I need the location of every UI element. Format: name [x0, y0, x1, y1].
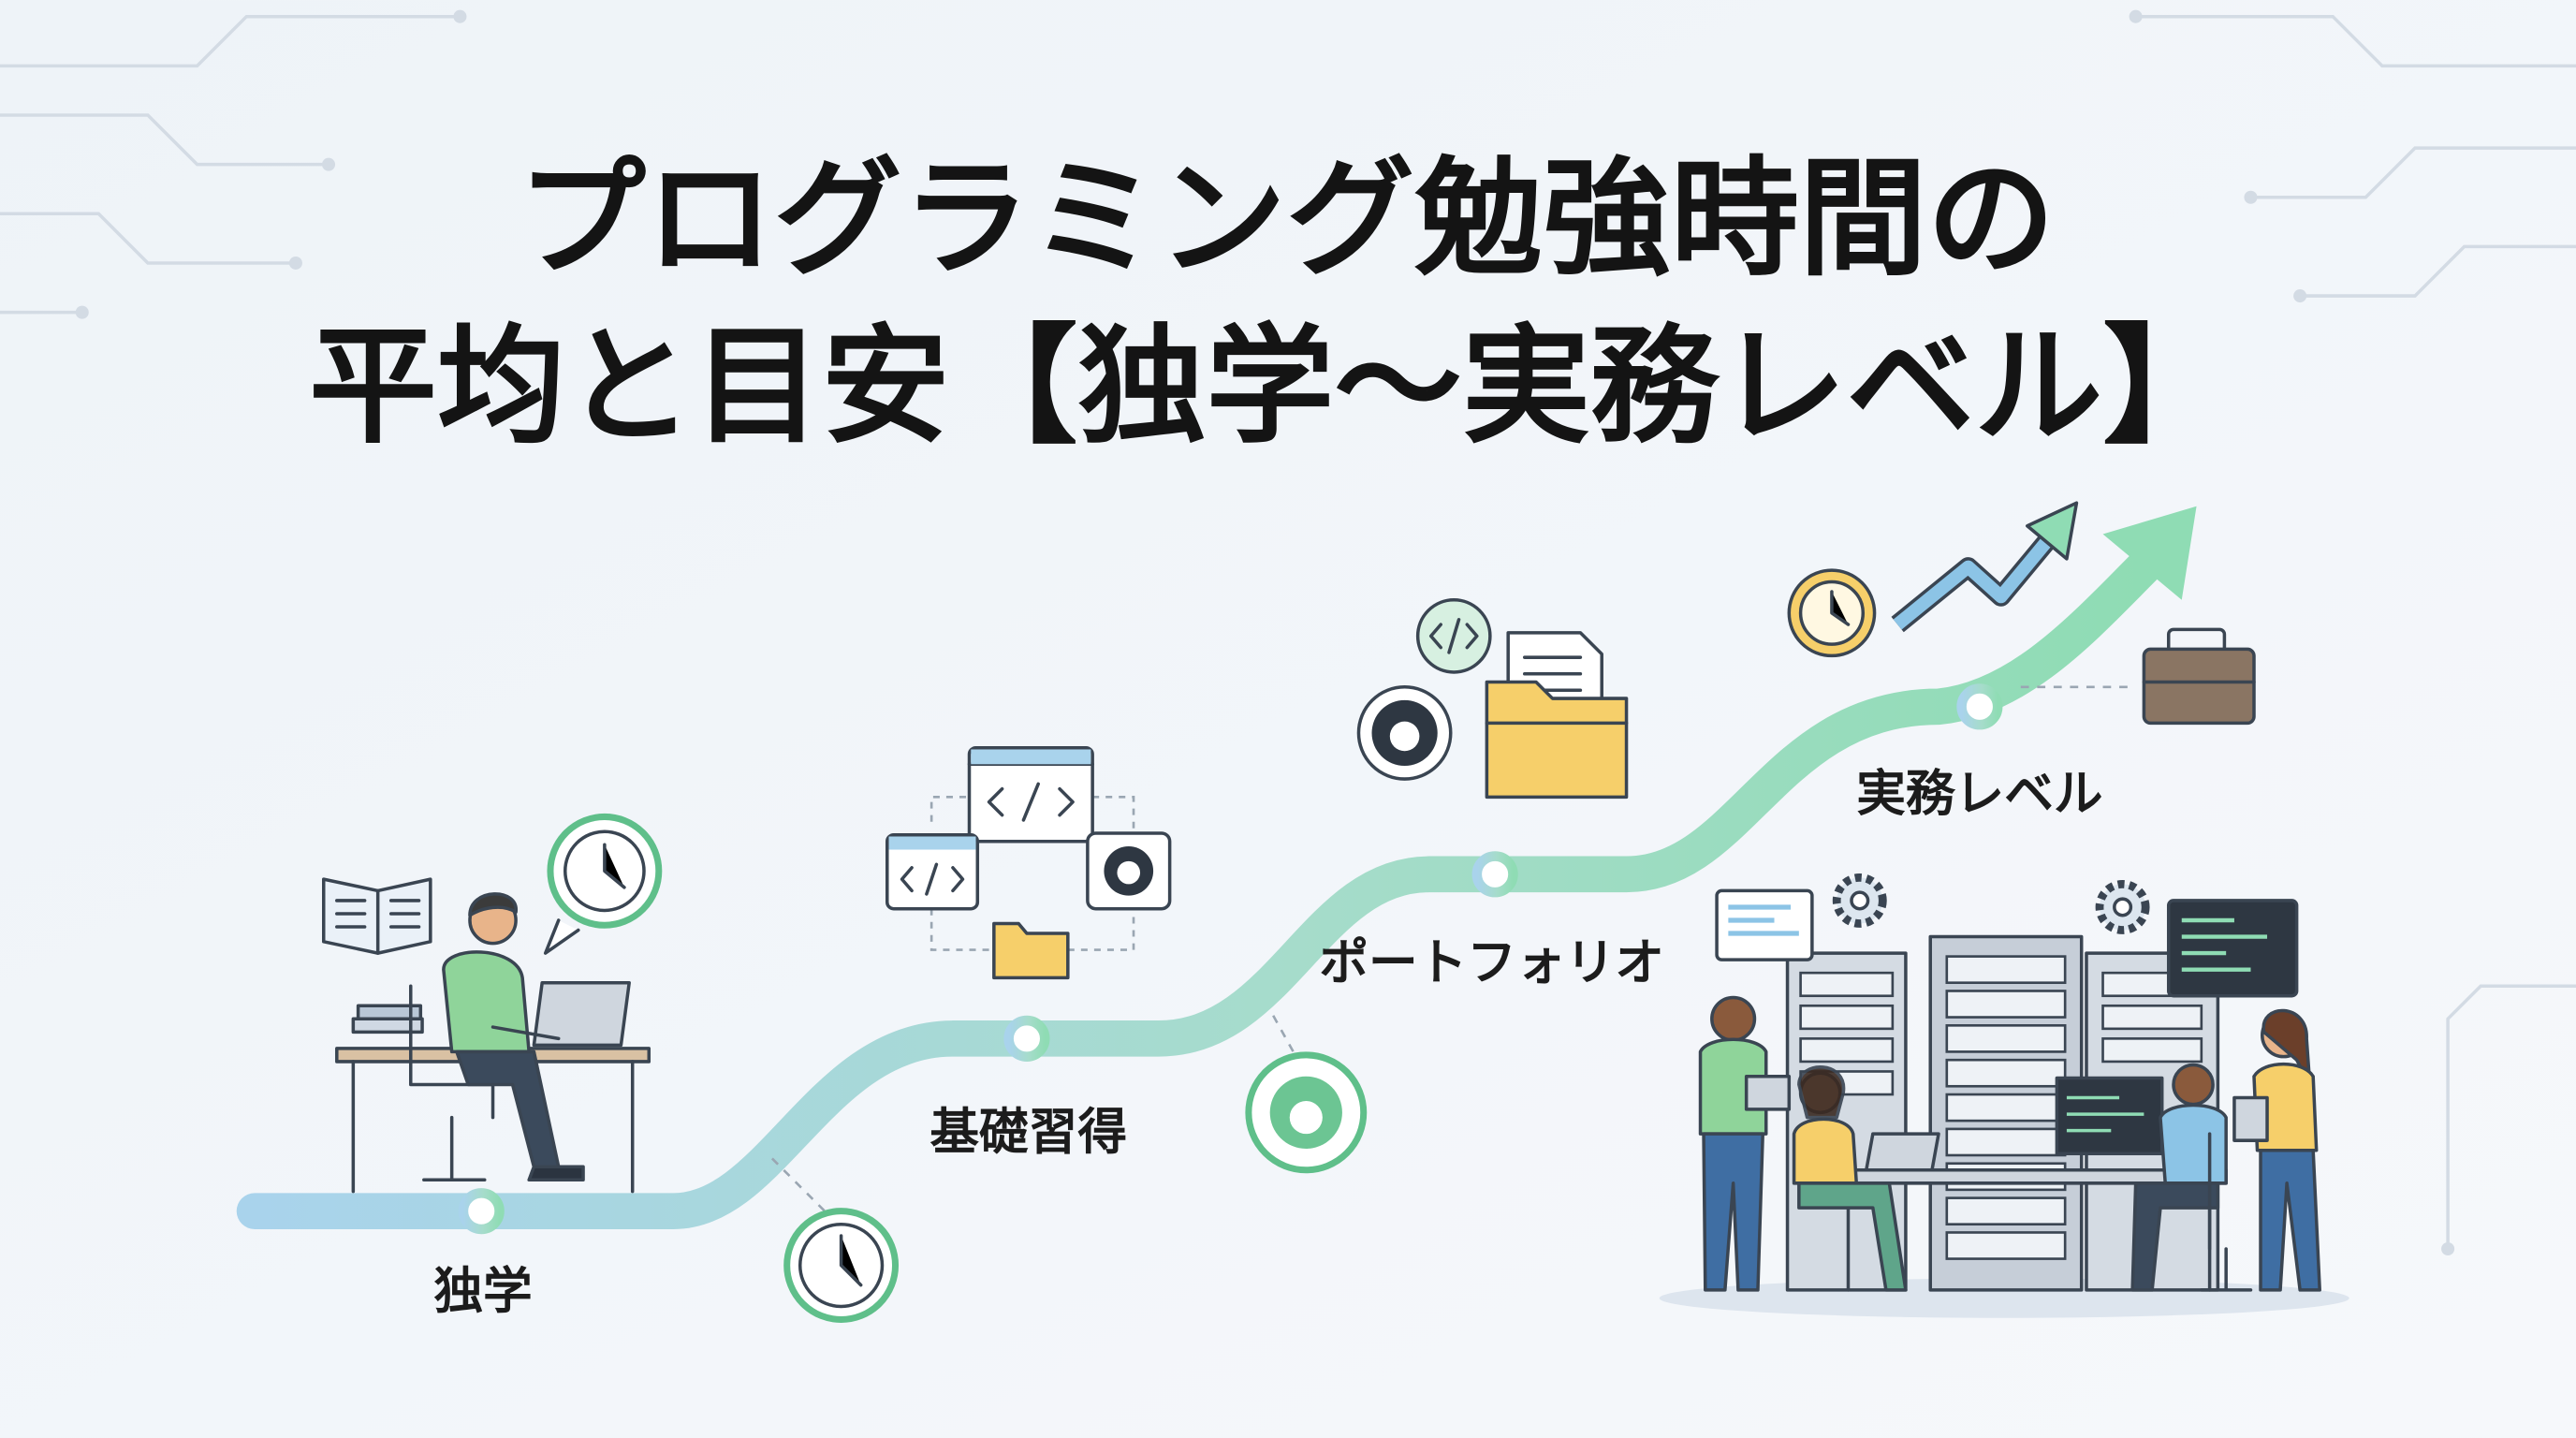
server-room-illustration [1659, 873, 2349, 1318]
code-bubble-icon [1715, 888, 1814, 961]
milestone-label-portfolio: ポートフォリオ [1319, 934, 1664, 991]
folder-icon [1485, 680, 1629, 800]
progress-arrowhead [2102, 506, 2197, 600]
book-icon [322, 877, 432, 955]
code-cluster-illustration [886, 745, 1172, 980]
code-window-icon [886, 832, 980, 911]
circuit-decoration-right [2129, 9, 2576, 1256]
folder-icon [992, 921, 1070, 980]
code-window-icon [967, 745, 1094, 844]
person-standing-right [2232, 1008, 2321, 1292]
node-basics [1003, 1015, 1050, 1062]
title-line-2: 平均と目安【独学〜実務レベル】 [309, 313, 2231, 462]
clock-icon [1787, 568, 1877, 658]
clock-icon [543, 813, 663, 955]
briefcase-icon [2142, 627, 2256, 726]
node-professional [1956, 683, 2003, 730]
github-icon [1086, 831, 1172, 911]
person-standing-left [1698, 995, 1792, 1292]
github-icon [1356, 685, 1453, 781]
code-bubble-icon [1415, 597, 1492, 674]
monitor-icon [2166, 899, 2299, 998]
clock-icon [783, 1208, 900, 1323]
self-study-illustration [322, 813, 663, 1194]
person-seated-right [2130, 1063, 2253, 1292]
milestone-label-self-study: 独学 [433, 1263, 532, 1320]
title-line-1: プログラミング勉強時間の [518, 145, 2055, 294]
gear-icon [2095, 879, 2150, 934]
connectors [770, 685, 2136, 1217]
gear-icon [1832, 873, 1887, 928]
trend-arrow-icon [1891, 501, 2079, 633]
circuit-decoration-left [0, 9, 467, 319]
node-self-study [458, 1188, 505, 1235]
milestone-nodes [458, 683, 2003, 1235]
node-portfolio [1471, 851, 1518, 898]
milestone-label-basics: 基礎習得 [929, 1104, 1127, 1161]
portfolio-illustration [1356, 597, 1629, 800]
milestone-label-professional: 実務レベル [1856, 765, 2102, 822]
person-seated-left [1792, 1065, 1940, 1292]
github-icon [1245, 1051, 1368, 1174]
